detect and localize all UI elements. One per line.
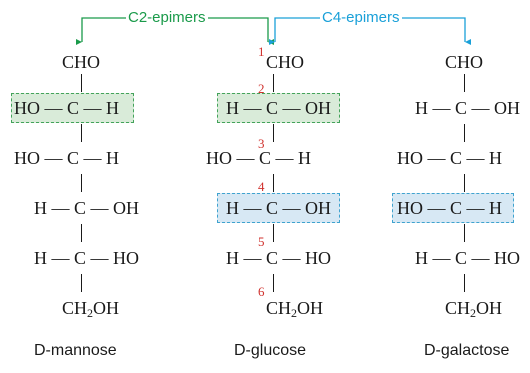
mannose-r4: H — C — OH (34, 198, 140, 218)
mannose-bond-1 (81, 74, 83, 92)
galactose-ch2oh: CH2OH (445, 298, 503, 320)
glucose-r2: H — C — OH (226, 98, 332, 118)
glucose-carbon-number: 1 (258, 44, 265, 59)
c4-epimers-label: C4-epimers (320, 7, 402, 29)
mannose-r2: HO — C — H (14, 98, 120, 118)
glucose-carbon-number: 5 (258, 234, 265, 249)
glucose-r5: H — C — HO (226, 248, 332, 268)
glucose-carbon-number: 3 (258, 136, 265, 151)
glucose-bond-5 (273, 274, 275, 292)
galactose-r3: HO — C — H (397, 148, 503, 168)
glucose-name: D-glucose (234, 342, 307, 359)
mannose-c2-highlight (11, 93, 134, 123)
galactose-r2: H — C — OH (415, 98, 521, 118)
galactose-r4: HO — C — H (397, 198, 503, 218)
glucose-bond-2 (273, 124, 275, 142)
glucose-r3: HO — C — H (206, 148, 312, 168)
glucose-c2-highlight (217, 93, 340, 123)
galactose-r5: H — C — HO (415, 248, 521, 268)
glucose-bond-1 (273, 74, 275, 92)
mannose-r3: HO — C — H (14, 148, 120, 168)
galactose-cho: CHO (445, 52, 484, 72)
galactose-bond-5 (464, 274, 466, 292)
mannose-bond-2 (81, 124, 83, 142)
glucose-carbon-number: 6 (258, 284, 265, 299)
galactose-name: D-galactose (424, 342, 510, 359)
glucose-bond-3 (273, 174, 275, 192)
mannose-bond-4 (81, 224, 83, 242)
glucose-carbon-number: 2 (258, 81, 265, 96)
galactose-bond-3 (464, 174, 466, 192)
glucose-cho: CHO (266, 52, 305, 72)
mannose-bond-3 (81, 174, 83, 192)
galactose-c4-highlight (392, 193, 514, 223)
mannose-r5: H — C — HO (34, 248, 140, 268)
mannose-name: D-mannose (34, 342, 117, 359)
glucose-ch2oh: CH2OH (266, 298, 324, 320)
mannose-bond-5 (81, 274, 83, 292)
glucose-bond-4 (273, 224, 275, 242)
mannose-ch2oh: CH2OH (62, 298, 120, 320)
galactose-bond-4 (464, 224, 466, 242)
mannose-cho: CHO (62, 52, 101, 72)
galactose-bond-2 (464, 124, 466, 142)
glucose-r4: H — C — OH (226, 198, 332, 218)
c2-epimers-label: C2-epimers (126, 7, 208, 29)
glucose-c4-highlight (217, 193, 340, 223)
galactose-bond-1 (464, 74, 466, 92)
glucose-carbon-number: 4 (258, 179, 265, 194)
